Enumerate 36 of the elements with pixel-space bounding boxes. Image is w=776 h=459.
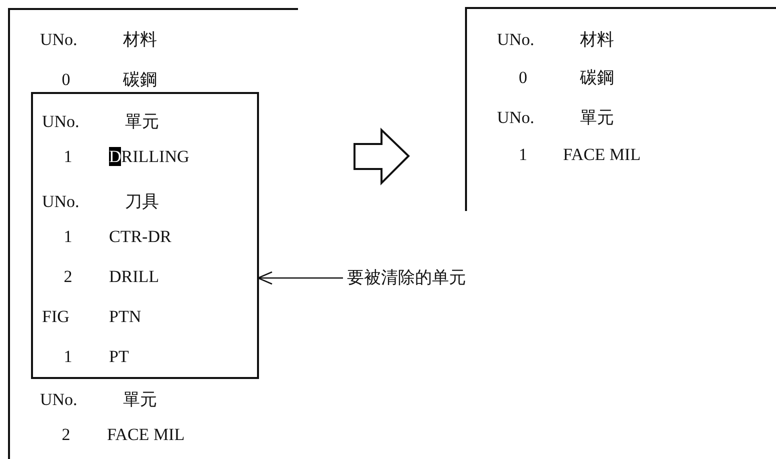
screen-text: 碳鋼 xyxy=(123,70,157,90)
screen-text: 單元 xyxy=(580,108,614,128)
screen-text: UNo. xyxy=(42,112,80,132)
row-number: 2 xyxy=(64,267,72,287)
screen-text: 材料 xyxy=(123,30,157,50)
row-number: 1 xyxy=(64,147,72,167)
screen-text: FIG xyxy=(42,307,70,327)
screen-text: 刀具 xyxy=(125,192,159,212)
row-number: 0 xyxy=(518,68,528,88)
callout-label: 要被清除的单元 xyxy=(347,268,466,288)
screen-text: DRILL xyxy=(109,267,160,287)
screen-text: DRILLING xyxy=(109,147,190,167)
screen-text: PT xyxy=(109,347,129,367)
row-number: 1 xyxy=(64,227,72,247)
row-number: 1 xyxy=(64,347,72,367)
row-number: 2 xyxy=(62,425,70,445)
row-number: 1 xyxy=(518,145,528,165)
unit-box xyxy=(31,92,259,379)
screen-text: FACE MIL xyxy=(563,145,641,165)
screen-text: PTN xyxy=(109,307,142,327)
screen-text: UNo. xyxy=(497,108,534,128)
screen-text: 單元 xyxy=(123,390,157,410)
screen-panel xyxy=(8,8,298,459)
screen-text: CTR-DR xyxy=(109,227,172,247)
screen-text: FACE MIL xyxy=(107,425,185,445)
screen-text: UNo. xyxy=(497,30,534,50)
leader-arrow xyxy=(257,271,343,285)
screen-text: 材料 xyxy=(580,30,614,50)
screen-text: UNo. xyxy=(40,30,78,50)
screen-text: 單元 xyxy=(125,112,159,132)
screen-panel xyxy=(465,7,776,211)
screen-text: UNo. xyxy=(40,390,78,410)
screen-text: UNo. xyxy=(42,192,80,212)
row-number: 0 xyxy=(62,70,70,90)
block-arrow xyxy=(354,128,410,186)
screen-text: 碳鋼 xyxy=(580,68,614,88)
